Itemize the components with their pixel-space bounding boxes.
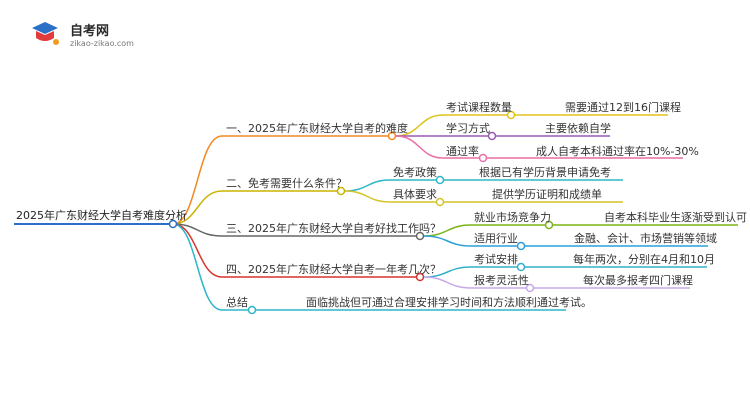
branch-3-sub-1-label: 就业市场竞争力 [474, 211, 551, 224]
brand-url: zikao-zikao.com [70, 39, 134, 48]
branch-5-connector [172, 223, 223, 311]
branch-3-sub-1-node-dot [544, 220, 554, 230]
branch-4-node-dot [415, 272, 425, 282]
brand-logo-icon [32, 22, 59, 45]
branch-4-sub-1-leaf: 每年两次，分别在4月和10月 [573, 253, 715, 266]
root-node-dot [168, 219, 178, 229]
branch-3-label: 三、2025年广东财经大学自考好找工作吗？ [226, 222, 441, 235]
branch-1-sub-2-leaf: 主要依赖自学 [545, 122, 611, 135]
branch-2-label: 二、免考需要什么条件？ [226, 177, 347, 190]
branch-1-sub-1-node-dot [506, 110, 516, 120]
branch-1-sub-3-node-dot [478, 153, 488, 163]
mindmap-root: 2025年广东财经大学自考难度分析 [16, 209, 187, 222]
branch-2-sub-2-label: 具体要求 [393, 188, 437, 201]
branch-4-label: 四、2025年广东财经大学自考一年考几次？ [226, 263, 441, 276]
branch-2-sub-1-leaf: 根据已有学历背景申请免考 [479, 166, 611, 179]
branch-4-sub-2-connector [423, 276, 472, 289]
branch-1-sub-3-connector [395, 135, 444, 159]
branch-1-sub-3-leaf: 成人自考本科通过率在10%-30% [536, 145, 699, 158]
branch-4-sub-1-label: 考试安排 [474, 253, 518, 266]
branch-1-label: 一、2025年广东财经大学自考的难度 [226, 122, 408, 135]
branch-4-sub-2-label: 报考灵活性 [474, 274, 529, 287]
branch-1-sub-1-label: 考试课程数量 [446, 101, 512, 114]
branch-3-sub-2-connector [423, 235, 472, 247]
branch-3-sub-2-node-dot [516, 241, 526, 251]
branch-2-sub-2-connector [344, 190, 391, 203]
branch-3-node-dot [415, 231, 425, 241]
branch-3-sub-1-leaf: 自考本科毕业生逐渐受到认可 [604, 211, 747, 224]
branch-2-sub-1-node-dot [435, 175, 445, 185]
branch-1-sub-3-label: 通过率 [446, 145, 479, 158]
branch-5-node-dot [247, 305, 257, 315]
branch-4-sub-1-node-dot [516, 262, 526, 272]
brand-name: 自考网 [70, 24, 110, 39]
branch-4-sub-2-node-dot [525, 283, 535, 293]
branch-3-sub-2-label: 适用行业 [474, 232, 518, 245]
branch-1-node-dot [387, 131, 397, 141]
branch-4-sub-2-leaf: 每次最多报考四门课程 [583, 274, 693, 287]
branch-1-sub-2-node-dot [487, 131, 497, 141]
branch-1-sub-2-label: 学习方式 [446, 122, 490, 135]
branch-5-leaf: 面临挑战但可通过合理安排学习时间和方法顺利通过考试。 [306, 296, 592, 309]
branch-2-sub-1-connector [344, 179, 391, 192]
branch-2-node-dot [336, 186, 346, 196]
branch-2-connector [172, 190, 223, 225]
branch-2-sub-2-node-dot [435, 197, 445, 207]
branch-1-connector [172, 135, 223, 225]
branch-2-sub-1-label: 免考政策 [393, 166, 437, 179]
branch-5-label: 总结 [226, 296, 248, 309]
branch-1-sub-1-leaf: 需要通过12到16门课程 [565, 101, 681, 114]
branch-2-sub-2-leaf: 提供学历证明和成绩单 [492, 188, 602, 201]
brand-logo: 自考网 zikao-zikao.com [30, 20, 150, 50]
branch-3-sub-2-leaf: 金融、会计、市场营销等领域 [574, 232, 717, 245]
